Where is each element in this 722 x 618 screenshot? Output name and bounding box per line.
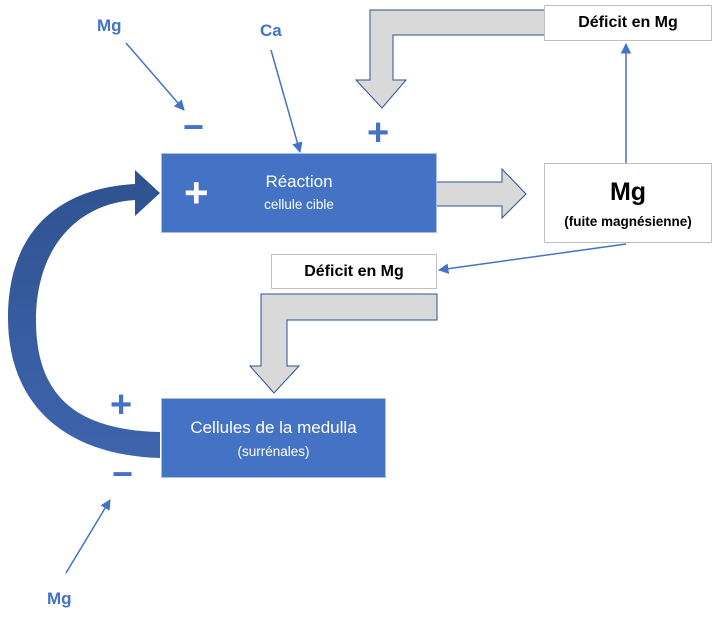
plus-sign-top: +: [367, 112, 390, 154]
mg-leak-subtitle: (fuite magnésienne): [564, 213, 692, 229]
deficit-top-box: Déficit en Mg: [544, 5, 712, 41]
deficit-mid-label: Déficit en Mg: [304, 262, 404, 280]
mg-leak-title: Mg: [609, 177, 647, 206]
arrow-mg-to-medulla: [65, 499, 111, 574]
bent-arrow-top: [354, 9, 546, 109]
label-mg-top: Mg: [97, 16, 122, 35]
reaction-box: + Réaction cellule cible: [161, 153, 437, 233]
medulla-title: Cellules de la medulla: [190, 417, 357, 437]
mg-leak-box: Mg (fuite magnésienne): [544, 163, 712, 243]
label-ca-top: Ca: [260, 21, 282, 40]
reaction-title: Réaction: [265, 172, 333, 191]
medulla-box: Cellules de la medulla (surrénales): [161, 398, 386, 478]
medulla-subtitle: (surrénales): [237, 443, 310, 459]
curved-feedback-arrow: [8, 170, 160, 458]
arrow-ca-to-reaction: [270, 49, 303, 154]
minus-sign-top: −: [183, 106, 205, 147]
plus-sign-medulla: +: [110, 384, 133, 426]
arrow-mg-leak-to-deficit-mid: [437, 243, 627, 274]
deficit-mid-box: Déficit en Mg: [271, 254, 437, 289]
label-mg-bottom: Mg: [47, 589, 72, 608]
minus-sign-medulla: −: [112, 453, 134, 494]
arrow-mg-to-reaction: [125, 42, 185, 111]
deficit-top-label: Déficit en Mg: [578, 14, 678, 31]
plus-sign-reaction: +: [184, 169, 209, 216]
bent-arrow-mid: [248, 293, 438, 394]
reaction-subtitle: cellule cible: [264, 197, 334, 212]
